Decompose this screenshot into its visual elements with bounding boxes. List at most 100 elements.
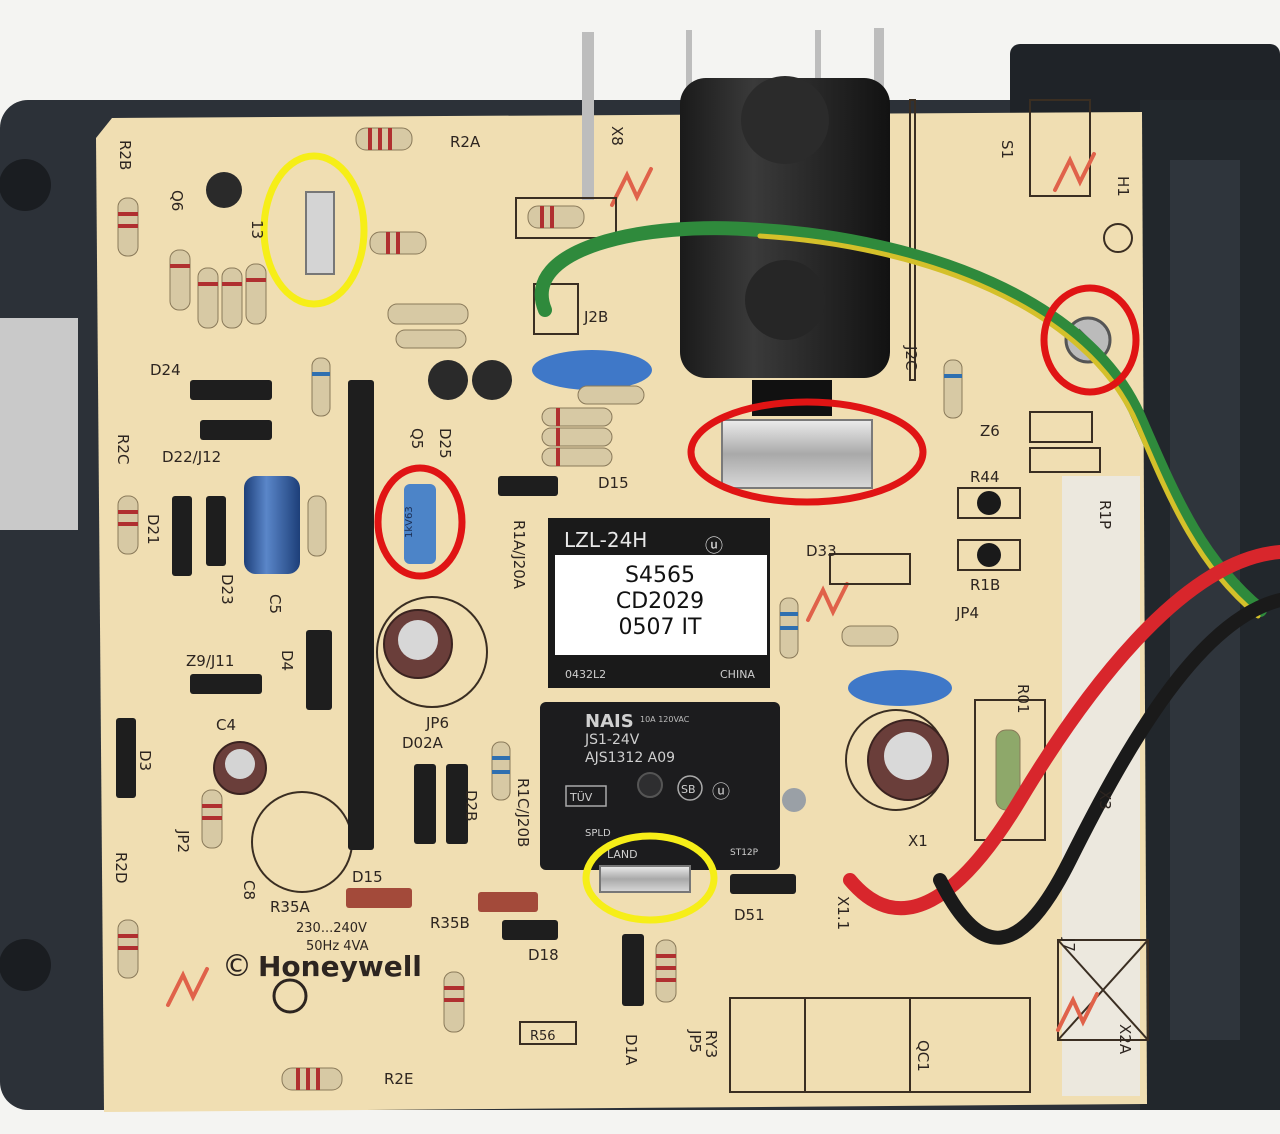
ref-d21: D21	[144, 514, 162, 545]
ref-r56: R56	[530, 1029, 556, 1044]
ref-d25: D25	[436, 428, 454, 459]
ref-r2e: R2E	[384, 1070, 413, 1088]
screw-hole-top	[0, 159, 51, 211]
ref-d51: D51	[734, 906, 765, 924]
ref-r2b: R2B	[116, 140, 134, 170]
transformer-brand: LZL-24H	[564, 528, 647, 552]
wire-yellow-stripe	[757, 233, 1261, 619]
electrolytic-cap-c5	[244, 476, 300, 574]
blue-cap-text: 1kV63	[404, 506, 415, 538]
via-r1b	[977, 543, 1001, 567]
via-r44	[977, 491, 1001, 515]
ref-j2b: J2B	[583, 308, 608, 326]
coil-bottom-cap	[745, 260, 825, 340]
tuv-badge	[565, 785, 607, 807]
ref-z9: Z9/J11	[186, 652, 234, 670]
highlight-red-screw	[1040, 284, 1140, 396]
rating-line-2: 50Hz 4VA	[306, 939, 369, 954]
transistors	[206, 172, 806, 812]
brand-logo-text: Honeywell	[258, 950, 422, 983]
ref-c5: C5	[266, 594, 284, 614]
transformer-label-2: CD2029	[616, 589, 704, 614]
highlight-red-shield	[687, 398, 927, 506]
ref-d3: D3	[136, 750, 154, 771]
ref-x3: X3	[1096, 790, 1114, 810]
ref-r2a: R2A	[450, 133, 481, 151]
rating-line-1: 230...240V	[296, 921, 367, 936]
ref-jp4: JP4	[955, 604, 979, 622]
ref-d2b: D2B	[462, 790, 480, 821]
relay-pin-icon	[637, 772, 663, 798]
ref-r2c: R2C	[114, 434, 132, 464]
transformer-label-1: S4565	[625, 563, 695, 588]
relay: NAIS 10A 120VAC JS1-24V AJS1312 A09 TÜV …	[540, 702, 780, 870]
cap-a-top	[398, 620, 438, 660]
silkscreen-outlines	[251, 99, 1149, 1093]
outline-r56	[519, 1021, 577, 1045]
ref-x1: X1	[908, 832, 928, 850]
relay-rating: 10A 120VAC	[640, 715, 690, 724]
coil-base	[752, 380, 832, 416]
capacitors: 1kV63	[213, 304, 952, 801]
ref-qc1: QC1	[914, 1040, 932, 1072]
fiducial-ring	[272, 978, 308, 1014]
ref-r35a: R35A	[270, 898, 311, 916]
disc-cap-right	[848, 670, 952, 706]
ul-logo-icon: ⓤ	[705, 536, 723, 557]
wire-green-yellow	[534, 221, 1267, 617]
transistor-q6	[206, 172, 242, 208]
ref-h1: H1	[1114, 176, 1132, 197]
wire-red	[843, 545, 1280, 916]
ref-ry3: RY3	[702, 1030, 720, 1058]
outline-r-x8	[515, 197, 617, 239]
ref-r1c: R1C/J20B	[514, 778, 532, 847]
transistor-q5b	[472, 360, 512, 400]
ref-x11: X1.1	[834, 896, 852, 930]
small-transistor	[782, 788, 806, 812]
ul-mark-icon: ⓤ	[712, 782, 730, 803]
transformer: LZL-24H S4565 CD2029 0507 IT 0432L2 CHIN…	[548, 518, 770, 688]
ref-jp2: JP2	[174, 829, 192, 853]
highlight-yellow-top	[260, 152, 368, 308]
ref-s1: S1	[998, 140, 1016, 159]
marker-ticks	[166, 152, 1099, 1032]
ref-d15-bottom: D15	[352, 868, 383, 886]
blue-box-cap	[404, 484, 436, 564]
ref-r1p: R1P	[1096, 500, 1114, 529]
ref-jp6: JP6	[425, 714, 449, 732]
wire-black	[933, 593, 1280, 945]
ref-r13: 13	[248, 220, 266, 239]
ref-j7: J7	[1060, 937, 1078, 952]
ref-jp5: JP5	[686, 1029, 704, 1053]
ref-d15: D15	[598, 474, 629, 492]
ref-d18: D18	[528, 946, 559, 964]
copyright-symbol: ©	[222, 949, 252, 984]
ref-c8: C8	[240, 880, 258, 900]
ref-d4: D4	[278, 650, 296, 671]
relay-model: JS1-24V	[584, 732, 640, 748]
disc-cap-top	[532, 350, 652, 390]
wires	[534, 221, 1280, 945]
fuse	[599, 865, 691, 893]
relay-tuv: TÜV	[569, 791, 593, 804]
relay-brand: NAIS	[585, 711, 634, 732]
outline-d33	[829, 553, 911, 585]
ref-q5: Q5	[408, 428, 426, 449]
ref-r1a: R1A/J20A	[510, 520, 528, 590]
ref-x2a: X2A	[1116, 1024, 1134, 1055]
diodes	[116, 380, 796, 1006]
white-component	[305, 191, 335, 275]
metal-shield	[721, 419, 873, 489]
outline-r1b	[957, 539, 1021, 571]
transformer-footer-right: CHINA	[720, 668, 755, 681]
outline-r57	[1029, 447, 1101, 473]
relay-land: LAND	[607, 848, 638, 861]
ref-d24: D24	[150, 361, 181, 379]
ref-d22: D22/J12	[162, 448, 221, 466]
transformer-label-3: 0507 IT	[619, 615, 702, 640]
outline-j2b	[533, 283, 579, 335]
outline-r44	[957, 487, 1021, 519]
highlight-red-cap	[374, 464, 466, 580]
relay-part: AJS1312 A09	[585, 750, 675, 766]
